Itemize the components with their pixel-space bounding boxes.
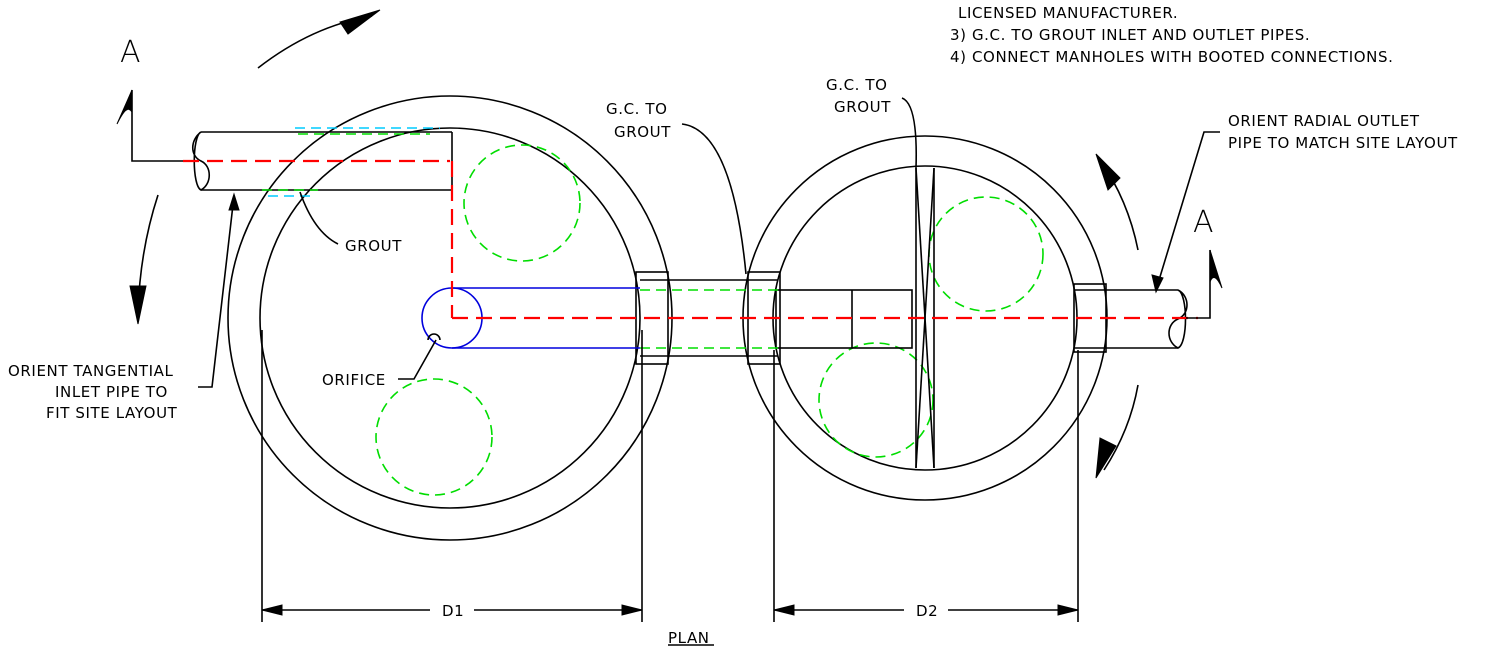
- section-label-left: A: [120, 35, 141, 70]
- d1-arrow-right: [621, 604, 643, 616]
- rotation-arrows: [129, 9, 1139, 479]
- section-cut-line-right: [1186, 250, 1211, 319]
- d1-label: D1: [442, 602, 464, 620]
- view-title: PLAN: [668, 629, 710, 647]
- gc-grout-right-line-1: G.C. TO: [826, 76, 888, 94]
- section-marker-right: A: [1186, 205, 1223, 319]
- leader-grout: [299, 191, 339, 245]
- rotate-arrowhead-left: [129, 285, 147, 325]
- leader-gc-grout-right: [901, 97, 918, 169]
- leader-tangential-arrow: [228, 192, 240, 211]
- note-3: 3) G.C. TO GROUT INLET AND OUTLET PIPES.: [950, 26, 1310, 44]
- leader-tangential: [198, 195, 235, 388]
- section-arrow-left: [116, 89, 133, 125]
- inlet-pipe-break: [191, 131, 211, 191]
- orifice-notch: [427, 333, 441, 341]
- section-cut-line-left: [131, 90, 183, 162]
- radial-outlet-line-1: ORIENT RADIAL OUTLET: [1228, 112, 1420, 130]
- dimension-d2: D2: [773, 350, 1079, 622]
- left-access-opening-bottom: [375, 378, 493, 496]
- grout-callout: GROUT: [345, 237, 402, 255]
- gc-grout-left-line-1: G.C. TO: [606, 100, 668, 118]
- d1-arrow-left: [261, 604, 283, 616]
- dimension-d1: D1: [261, 330, 643, 622]
- tangential-line-1: ORIENT TANGENTIAL: [8, 362, 174, 380]
- flow-centerline: [183, 159, 1198, 320]
- tangential-line-2: INLET PIPE TO: [55, 383, 168, 401]
- section-marker-left: A: [116, 35, 183, 162]
- radial-outlet-line-2: PIPE TO MATCH SITE LAYOUT: [1228, 134, 1458, 152]
- gc-grout-left-line-2: GROUT: [614, 123, 671, 141]
- leader-radial-outlet: [1155, 131, 1220, 291]
- gc-grout-right-line-2: GROUT: [834, 98, 891, 116]
- tangential-line-3: FIT SITE LAYOUT: [46, 404, 178, 422]
- section-arrow-right: [1209, 249, 1223, 289]
- d2-arrow-left: [773, 604, 795, 616]
- right-access-opening-bottom: [818, 342, 934, 458]
- note-4: 4) CONNECT MANHOLES WITH BOOTED CONNECTI…: [950, 48, 1393, 66]
- baffle-diagonal-2: [915, 167, 935, 469]
- leader-radial-outlet-arrow: [1151, 274, 1164, 294]
- note-licensed-manufacturer: LICENSED MANUFACTURER.: [958, 4, 1178, 22]
- left-manhole-inner-wall: [259, 127, 641, 509]
- d2-label: D2: [916, 602, 938, 620]
- rotate-arrow-right-bottom: [1103, 384, 1139, 471]
- rotate-arrowhead-right-bottom: [1095, 437, 1117, 479]
- leader-gc-grout-left: [681, 123, 747, 275]
- inlet-pipe: [191, 127, 453, 197]
- left-access-opening-top: [463, 144, 581, 262]
- rotate-arrowhead-right-top: [1095, 153, 1121, 191]
- outlet-pipe-break: [1168, 289, 1188, 349]
- rotate-arrowhead-top-left: [339, 9, 381, 35]
- section-label-right: A: [1193, 205, 1214, 240]
- d2-arrow-right: [1057, 604, 1079, 616]
- orifice-callout: ORIFICE: [322, 371, 386, 389]
- leader-orifice: [398, 339, 437, 380]
- right-access-opening-top: [928, 196, 1044, 312]
- leader-lines: [198, 97, 1220, 388]
